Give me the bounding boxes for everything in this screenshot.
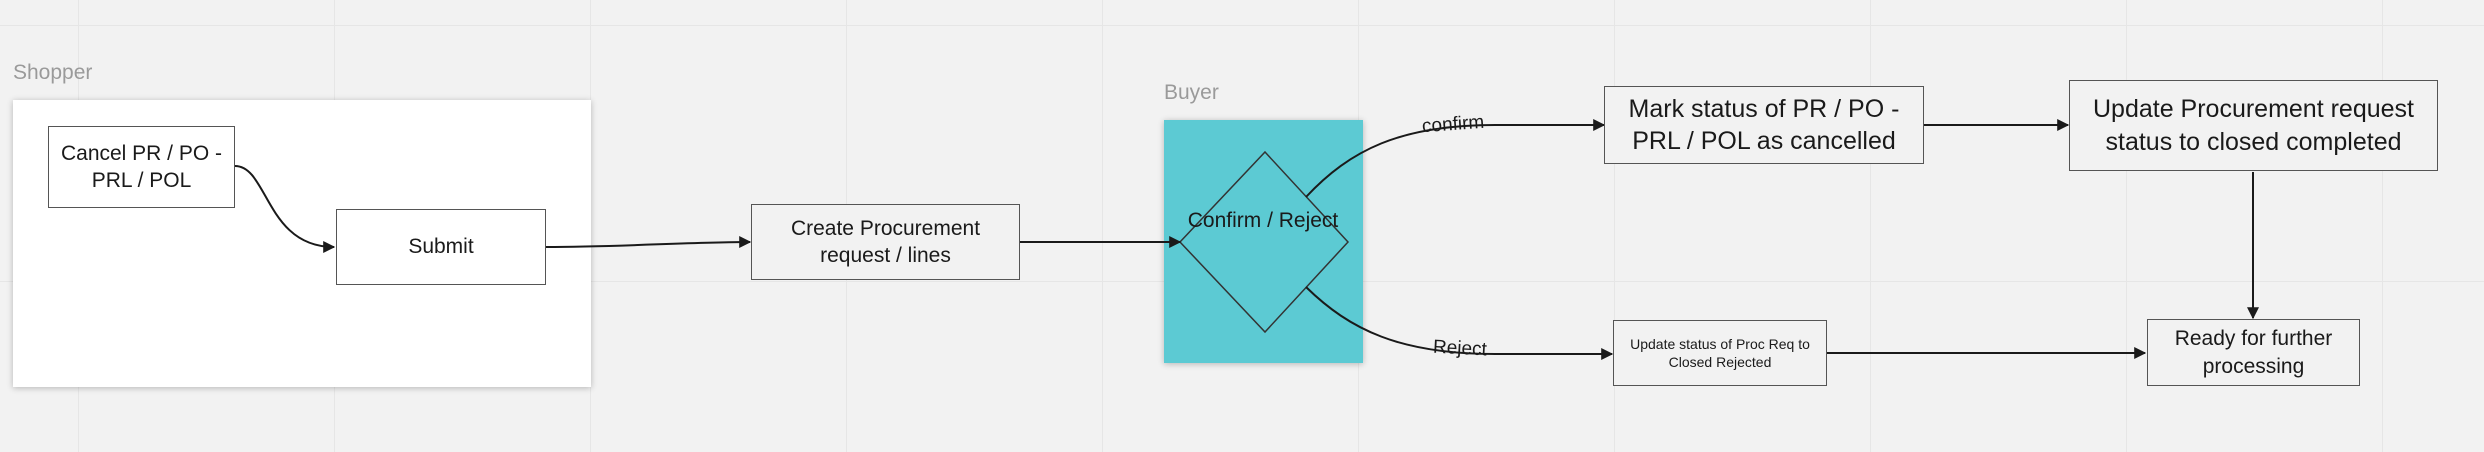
node-mark-cancelled[interactable]: Mark status of PR / PO - PRL / POL as ca…	[1604, 86, 1924, 164]
shopper-frame-label: Shopper	[13, 61, 93, 84]
node-submit-label: Submit	[408, 235, 474, 259]
buyer-frame[interactable]	[1164, 120, 1363, 363]
node-update-completed[interactable]: Update Procurement request status to clo…	[2069, 80, 2438, 171]
node-submit[interactable]: Submit	[336, 209, 546, 285]
edge-label-reject: Reject	[1432, 336, 1488, 361]
node-update-rejected[interactable]: Update status of Proc Req to Closed Reje…	[1613, 320, 1827, 386]
node-update-rejected-label: Update status of Proc Req to Closed Reje…	[1630, 335, 1810, 370]
node-cancel-label: Cancel PR / PO - PRL / POL	[60, 141, 223, 192]
node-update-completed-label: Update Procurement request status to clo…	[2092, 95, 2414, 156]
node-mark-cancelled-label: Mark status of PR / PO - PRL / POL as ca…	[1628, 94, 1900, 156]
node-create-procurement-label: Create Procurement request / lines	[790, 216, 981, 267]
edge-label-confirm: confirm	[1421, 111, 1485, 138]
node-create-procurement[interactable]: Create Procurement request / lines	[751, 204, 1020, 280]
node-ready-label: Ready for further processing	[2174, 327, 2333, 378]
node-ready[interactable]: Ready for further processing	[2147, 319, 2360, 386]
buyer-frame-label: Buyer	[1164, 81, 1219, 104]
node-cancel[interactable]: Cancel PR / PO - PRL / POL	[48, 126, 235, 208]
decision-label: Confirm / Reject	[1187, 209, 1339, 232]
